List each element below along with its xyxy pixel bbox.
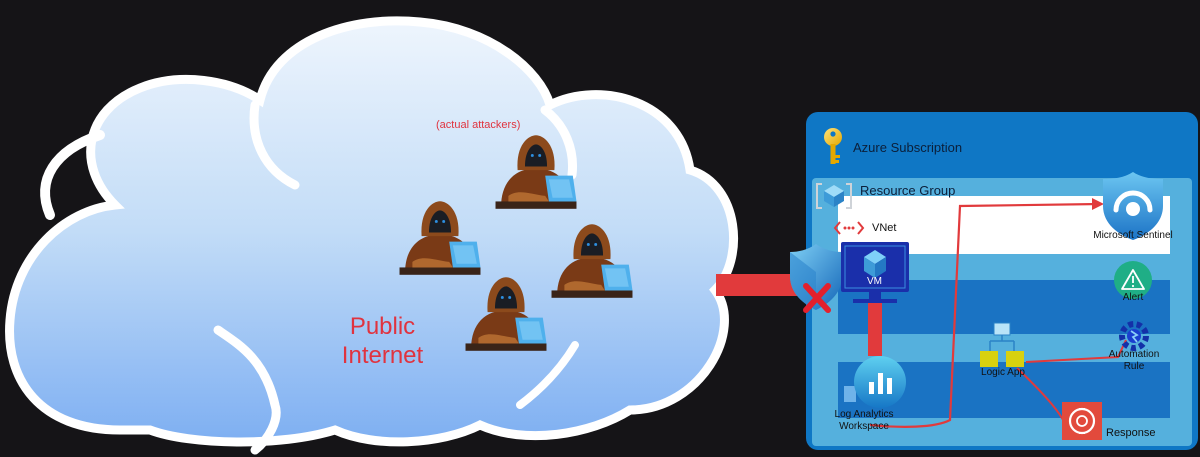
log-analytics-icon	[844, 356, 906, 408]
automation-rule-label: Automation Rule	[1100, 349, 1168, 373]
automation-gear-icon	[1119, 321, 1149, 351]
resource-group-icon	[816, 183, 852, 209]
resource-group-label: Resource Group	[860, 183, 956, 198]
response-icon	[1062, 402, 1102, 440]
azure-subscription-label: Azure Subscription	[853, 140, 963, 155]
attackers-note: (actual attackers)	[436, 119, 521, 131]
public-internet-line1: Public	[349, 313, 416, 340]
internet-connection-link	[716, 274, 804, 296]
alert-icon	[1114, 261, 1152, 299]
law-label-line1: Log Analytics	[834, 409, 894, 420]
key-icon	[824, 128, 842, 164]
alert-label: Alert	[1122, 292, 1144, 303]
sentinel-icon	[1103, 172, 1163, 240]
automation-label-line2: Rule	[1123, 361, 1145, 372]
arrow-to-sentinel	[1092, 198, 1104, 210]
automation-label-line1: Automation	[1108, 349, 1160, 360]
public-internet-title: Public Internet	[320, 312, 445, 370]
log-analytics-label: Log Analytics Workspace	[826, 409, 902, 433]
vnet-icon	[833, 221, 865, 235]
vm-label: VM	[867, 276, 882, 287]
logic-app-icon	[980, 322, 1024, 367]
vm-icon	[841, 242, 909, 303]
vnet-label: VNet	[872, 222, 897, 234]
response-label: Response	[1106, 427, 1156, 439]
law-label-line2: Workspace	[839, 421, 889, 432]
sentinel-label: Microsoft Sentinel	[1093, 230, 1173, 241]
shield-icon	[790, 244, 842, 313]
public-internet-cloud	[5, 16, 738, 455]
logic-app-label: Logic App	[981, 367, 1025, 378]
public-internet-line2: Internet	[341, 342, 424, 369]
